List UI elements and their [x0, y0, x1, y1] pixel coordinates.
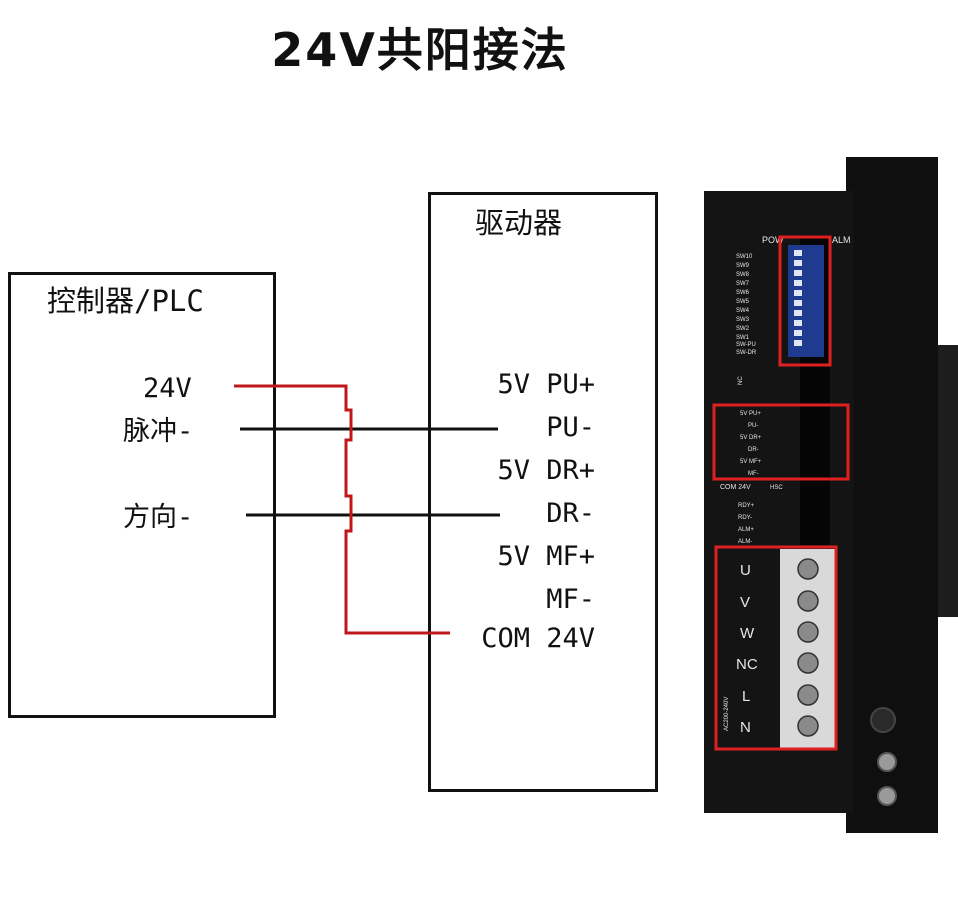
controller-pin-pulse: 脉冲- [123, 416, 194, 447]
terminal-screw [797, 590, 819, 612]
dip-switch-toggle [794, 270, 802, 276]
switch-label: SW1 [736, 335, 750, 341]
page-title: 24V共阳接法 [271, 23, 569, 77]
driver-box: 驱动器 5V PU+ PU- 5V DR+ DR- 5V MF+ MF- COM… [428, 192, 658, 792]
terminal-screw [797, 621, 819, 643]
driver-photo: POW ALM SW10 SW9 SW8 SW7 SW6 SW5 SW4 SW3… [704, 157, 958, 833]
dip-switch-toggle [794, 290, 802, 296]
driver-pin-com-24v: COM 24V [481, 623, 595, 654]
switch-label: SW-DR [736, 350, 757, 356]
power-pin-label: U [740, 562, 751, 579]
nc-small-label: NC [738, 376, 744, 385]
controller-pin-24v: 24V [143, 373, 192, 404]
power-pin-label: V [740, 594, 750, 611]
signal-pin-label: PU- [748, 423, 758, 429]
driver-pin-mf-plus: 5V MF+ [497, 541, 595, 572]
driver-pin-dr-minus: DR- [546, 498, 595, 529]
ground-screw [870, 707, 896, 733]
common-24v-wire [234, 384, 450, 635]
power-terminal-highlight [714, 545, 838, 751]
switch-label: SW6 [736, 290, 750, 296]
dip-switch-highlight [778, 235, 832, 367]
output-pin-label: RDY+ [738, 503, 755, 509]
signal-pin-label: DR- [748, 447, 759, 453]
driver-pin-pu-plus: 5V PU+ [497, 369, 595, 400]
terminal-screw [797, 652, 819, 674]
output-pin-label: ALM+ [738, 527, 754, 533]
dip-switch-toggle [794, 250, 802, 256]
power-pin-label: N [740, 719, 751, 736]
pow-label: POW [762, 235, 784, 245]
signal-pin-label: 5V MF+ [740, 459, 762, 465]
output-pin-label: RDY- [738, 515, 752, 521]
signal-pins-highlight [712, 403, 850, 481]
terminal-screw [797, 558, 819, 580]
dip-switch-toggle [794, 310, 802, 316]
controller-box: 控制器/PLC 24V 脉冲- 方向- [8, 272, 276, 718]
terminal-screw [797, 715, 819, 737]
com-label: COM 24V [720, 484, 751, 491]
power-pin-label: L [742, 688, 750, 705]
switch-label: SW4 [736, 308, 750, 314]
dip-switch-toggle [794, 260, 802, 266]
dip-switch-block [788, 245, 824, 357]
switch-label: SW9 [736, 263, 750, 269]
signal-pin-label: MF- [748, 471, 759, 477]
driver-pin-dr-plus: 5V DR+ [497, 455, 595, 486]
driver-title: 驱动器 [475, 206, 563, 240]
switch-label: SW7 [736, 281, 750, 287]
dip-switch-toggle [794, 340, 802, 346]
switch-label: SW5 [736, 299, 750, 305]
power-pin-label: W [740, 625, 755, 642]
output-pin-label: ALM- [738, 539, 752, 545]
ac-voltage-label: AC200-240V [724, 697, 730, 731]
driver-pin-pu-minus: PU- [546, 412, 595, 443]
power-pin-label: NC [736, 656, 758, 673]
dip-switch-toggle [794, 330, 802, 336]
dip-switch-toggle [794, 300, 802, 306]
mount-screw-top [877, 752, 897, 772]
switch-label: SW-PU [736, 342, 756, 348]
signal-pin-label: 5V PU+ [740, 411, 761, 417]
terminal-screw [797, 684, 819, 706]
dip-switch-toggle [794, 320, 802, 326]
hsc-label: HSC [770, 485, 783, 491]
dip-switch-toggle [794, 280, 802, 286]
controller-title: 控制器/PLC [47, 284, 204, 318]
controller-pin-direction: 方向- [123, 502, 194, 533]
alm-label: ALM [832, 235, 851, 245]
driver-pin-mf-minus: MF- [546, 584, 595, 615]
switch-label: SW10 [736, 254, 753, 260]
switch-label: SW3 [736, 317, 750, 323]
switch-label: SW2 [736, 326, 750, 332]
device-body-back [846, 157, 938, 833]
signal-pin-label: 5V DR+ [740, 435, 762, 441]
switch-label: SW8 [736, 272, 750, 278]
mount-screw-bottom [877, 786, 897, 806]
